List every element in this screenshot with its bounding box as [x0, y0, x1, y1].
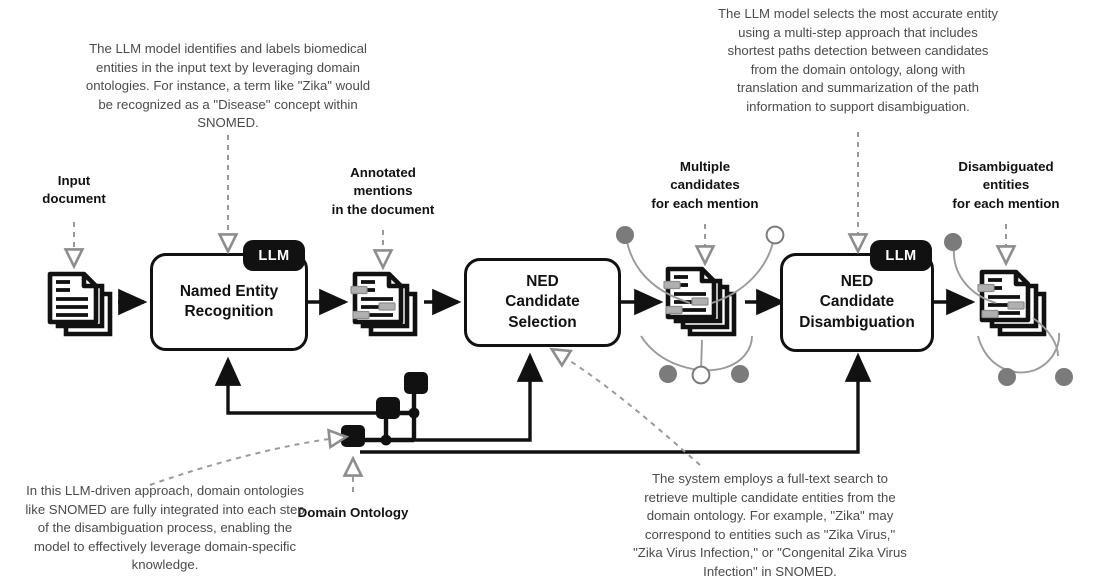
- dashed-callouts: [74, 132, 1006, 492]
- disambiguated-node-web: [953, 247, 1060, 374]
- feed-line-to-ner: [214, 356, 383, 415]
- note-disambiguation: The LLM model selects the most accurate …: [718, 6, 998, 114]
- caption-annotated-mentions: Annotated mentions in the document: [331, 165, 435, 217]
- feed-line-to-ncd: [360, 352, 872, 454]
- stage-label-ncd: NED Candidate Disambiguation: [799, 272, 915, 331]
- stage-box-ned-candidate-selection[interactable]: NED Candidate Selection: [464, 258, 621, 347]
- ontology-feed-lines: [214, 352, 872, 454]
- ontology-graph-icon: [341, 372, 428, 447]
- stage-box-ned-candidate-disambiguation[interactable]: NED Candidate Disambiguation: [780, 253, 934, 352]
- annotated-document-stack-icon: [349, 266, 431, 347]
- dashed-search-note: [553, 350, 701, 466]
- caption-input-document: Input document: [42, 173, 106, 207]
- stage-label-ncs: NED Candidate Selection: [505, 272, 580, 331]
- highlight-marks: [350, 285, 396, 320]
- candidate-document-stack-icon: [662, 262, 748, 347]
- caption-domain-ontology: Domain Ontology: [297, 505, 409, 520]
- feed-line-to-ncs: [360, 352, 544, 442]
- caption-multiple-candidates: Multiple candidates for each mention: [651, 159, 759, 211]
- document-stack-icon: [44, 266, 126, 347]
- note-ontology-integration: In this LLM-driven approach, domain onto…: [25, 483, 305, 573]
- highlight-marks: [977, 283, 1025, 319]
- candidate-node-web: [626, 237, 775, 373]
- disambiguated-nodes: [944, 233, 1073, 386]
- stage-label-ner: Named Entity Recognition: [179, 282, 279, 321]
- caption-disambiguated-entities: Disambiguated entities for each mention: [952, 159, 1060, 211]
- llm-badge-ner[interactable]: LLM: [243, 240, 305, 271]
- llm-badge-ncd-label: LLM: [885, 247, 917, 264]
- note-candidate-search: The system employs a full-text search to…: [633, 471, 907, 579]
- llm-badge-ner-label: LLM: [258, 247, 290, 264]
- highlight-marks: [663, 280, 709, 315]
- note-ner: The LLM model identifies and labels biom…: [85, 41, 371, 131]
- disambiguated-document-stack-icon: [976, 264, 1060, 347]
- candidate-nodes: [616, 225, 785, 385]
- dashed-integration-note: [149, 437, 345, 486]
- llm-badge-ncd[interactable]: LLM: [870, 240, 932, 271]
